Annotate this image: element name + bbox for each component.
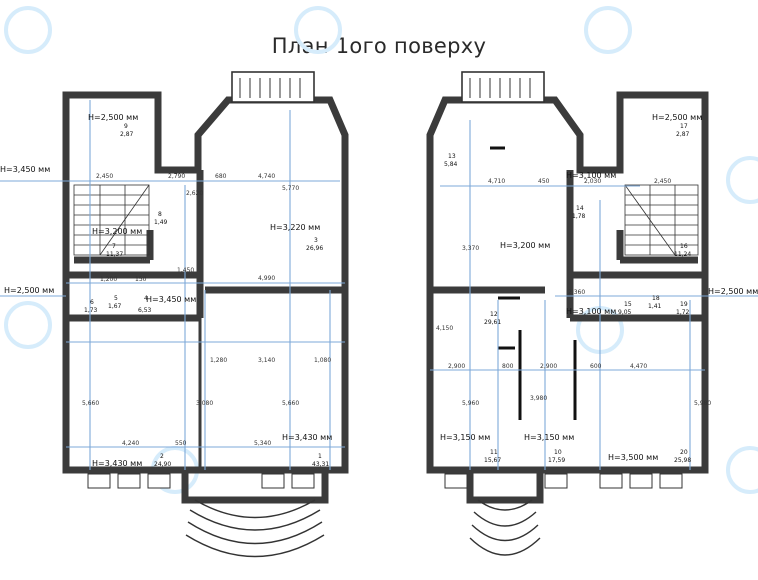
- left-height-4: H=2,500 мм: [4, 286, 54, 295]
- room-number: 11: [490, 449, 498, 456]
- dimension-label: 600: [590, 363, 602, 370]
- dimension-label: 5,770: [282, 185, 299, 192]
- right-height-5: H=3,150 мм: [440, 433, 490, 442]
- dimension-label: 1,080: [314, 357, 331, 364]
- room-number: 10: [554, 449, 562, 456]
- left-height-5: H=3,450 мм: [146, 295, 196, 304]
- dimension-label: 150: [135, 276, 147, 283]
- dimension-label: 4,740: [258, 173, 275, 180]
- dimension-label: 4,150: [436, 325, 453, 332]
- room-area: 11,24: [674, 251, 691, 258]
- left-height-7: H=3,430 мм: [92, 459, 142, 468]
- room-area: 17,59: [548, 457, 565, 464]
- room-number: 16: [680, 243, 688, 250]
- room-area: 1,73: [84, 307, 98, 314]
- right-floor-plan: H=3,200 мм H=3,100 мм H=2,500 мм H=3,100…: [426, 71, 758, 556]
- right-height-6: H=3,150 мм: [524, 433, 574, 442]
- left-height-2: H=3,220 мм: [270, 223, 320, 232]
- room-area: 9,05: [618, 309, 632, 316]
- right-height-7: H=3,500 мм: [608, 453, 658, 462]
- room-area: 6,53: [138, 307, 152, 314]
- left-height-3: H=3,200 мм: [92, 227, 142, 236]
- dimension-label: 3,980: [530, 395, 547, 402]
- dimension-label: 1,450: [177, 267, 194, 274]
- room-number: 7: [112, 243, 116, 250]
- right-height-4: H=2,500 мм: [708, 287, 758, 296]
- dimension-label: 1,200: [100, 276, 117, 283]
- right-height-0: H=3,200 мм: [500, 241, 550, 250]
- dimension-label: 5,960: [462, 400, 479, 407]
- room-area: 29,61: [484, 319, 501, 326]
- dimension-label: 550: [175, 440, 187, 447]
- right-rooms: 13 5,84 17 2,87 14 1,78 16 11,24 12 29,6…: [444, 123, 691, 464]
- dimension-label: 4,470: [630, 363, 647, 370]
- room-number: 2: [160, 453, 164, 460]
- room-number: 18: [652, 295, 660, 302]
- left-height-1: H=3,450 мм: [0, 165, 50, 174]
- dimension-label: 4,710: [488, 178, 505, 185]
- room-number: 8: [158, 211, 162, 218]
- room-area: 1,67: [108, 303, 122, 310]
- room-area: 15,67: [484, 457, 501, 464]
- left-floor-plan: H=2,500 мм H=3,450 мм H=3,220 мм H=3,200…: [0, 71, 349, 558]
- room-number: 4: [144, 295, 148, 302]
- dimension-label: 3,370: [462, 245, 479, 252]
- room-area: 1,41: [648, 303, 662, 310]
- room-area: 1,49: [154, 219, 168, 226]
- room-number: 9: [124, 123, 128, 130]
- left-rooms: 9 2,87 8 1,49 7 11,37 3 26,96 6 1,73 5 1…: [84, 123, 329, 468]
- dimension-label: 680: [215, 173, 227, 180]
- dimension-label: 5,980: [694, 400, 711, 407]
- dimension-label: 1,280: [210, 357, 227, 364]
- room-number: 12: [490, 311, 498, 318]
- room-number: 14: [576, 205, 584, 212]
- room-number: 1: [318, 453, 322, 460]
- right-height-3: H=3,100 мм: [566, 307, 616, 316]
- dimension-label: 5,340: [254, 440, 271, 447]
- room-area: 1,72: [676, 309, 690, 316]
- dimension-label: 5,660: [82, 400, 99, 407]
- room-area: 2,87: [120, 131, 134, 138]
- room-area: 11,37: [106, 251, 123, 258]
- room-number: 17: [680, 123, 688, 130]
- room-area: 26,96: [306, 245, 323, 252]
- right-dimension-labels: 4,710 450 2,030 2,450 2,360 2,900 800 2,…: [436, 178, 711, 407]
- dimension-label: 2,620: [186, 190, 203, 197]
- left-height-0: H=2,500 мм: [88, 113, 138, 122]
- room-number: 6: [90, 299, 94, 306]
- left-dimension-labels: 2,790 680 4,740 2,450 1,200 150 4,990 3,…: [82, 173, 331, 447]
- dimension-label: 800: [502, 363, 514, 370]
- left-height-6: H=3,430 мм: [282, 433, 332, 442]
- room-number: 19: [680, 301, 688, 308]
- dimension-label: 2,360: [568, 289, 585, 296]
- dimension-label: 2,900: [448, 363, 465, 370]
- dimension-label: 2,900: [540, 363, 557, 370]
- dimension-label: 3,140: [258, 357, 275, 364]
- dimension-label: 450: [538, 178, 550, 185]
- room-number: 15: [624, 301, 632, 308]
- dimension-label: 2,450: [654, 178, 671, 185]
- watermark-logos: [4, 6, 758, 494]
- dimension-label: 4,240: [122, 440, 139, 447]
- room-area: 24,90: [154, 461, 171, 468]
- right-height-1: H=3,100 мм: [566, 171, 616, 180]
- room-area: 5,84: [444, 161, 458, 168]
- room-number: 20: [680, 449, 688, 456]
- room-number: 3: [314, 237, 318, 244]
- dimension-label: 2,030: [584, 178, 601, 185]
- dimension-label: 3,080: [196, 400, 213, 407]
- right-height-2: H=2,500 мм: [652, 113, 702, 122]
- dimension-label: 4,990: [258, 275, 275, 282]
- dimension-label: 5,660: [282, 400, 299, 407]
- plan-title: План 1ого поверху: [271, 34, 487, 58]
- room-number: 5: [114, 295, 118, 302]
- room-area: 25,98: [674, 457, 691, 464]
- room-area: 2,87: [676, 131, 690, 138]
- dimension-label: 2,790: [168, 173, 185, 180]
- room-area: 43,31: [312, 461, 329, 468]
- room-area: 1,78: [572, 213, 586, 220]
- dimension-label: 2,450: [96, 173, 113, 180]
- room-number: 13: [448, 153, 456, 160]
